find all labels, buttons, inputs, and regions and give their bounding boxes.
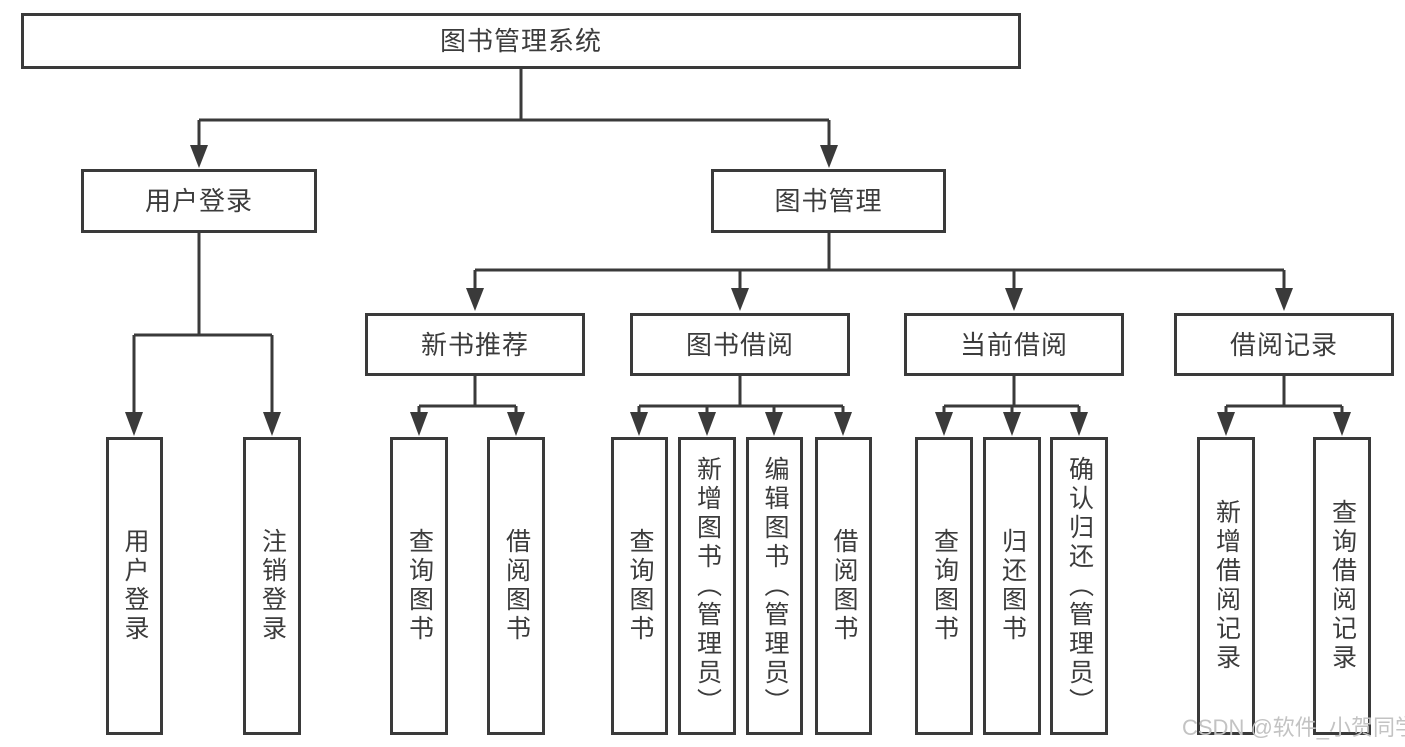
arrowhead <box>765 412 783 436</box>
arrowhead <box>125 412 143 436</box>
node-label: 借阅图书 <box>830 528 858 644</box>
leaf-query-books-current: 查询图书 <box>915 437 973 735</box>
leaf-return-books: 归还图书 <box>983 437 1041 735</box>
node-label: 当前借阅 <box>959 329 1068 360</box>
leaf-add-borrow-record: 新增借阅记录 <box>1197 437 1255 735</box>
node-current-borrowing: 当前借阅 <box>904 313 1124 376</box>
leaf-borrow-books-recommend: 借阅图书 <box>487 437 545 735</box>
arrowhead <box>263 412 281 436</box>
node-label: 新增图书（管理员） <box>693 455 722 717</box>
arrowhead <box>1005 288 1023 311</box>
node-label: 编辑图书（管理员） <box>761 455 789 717</box>
node-new-book-recommendation: 新书推荐 <box>365 313 585 376</box>
arrowhead <box>1275 288 1293 311</box>
leaf-add-books-admin: 新增图书（管理员） <box>678 437 736 735</box>
arrowhead <box>935 412 953 436</box>
node-label: 借阅图书 <box>502 528 531 644</box>
arrowhead <box>698 412 716 436</box>
node-label: 查询图书 <box>930 528 959 644</box>
arrowhead <box>410 412 428 436</box>
arrowhead <box>1333 412 1351 436</box>
arrowhead <box>630 412 648 436</box>
node-label: 借阅记录 <box>1229 329 1338 360</box>
node-label: 新书推荐 <box>420 329 529 360</box>
node-book-borrowing: 图书借阅 <box>630 313 850 376</box>
node-borrowing-records: 借阅记录 <box>1174 313 1394 376</box>
arrowhead <box>1217 412 1235 436</box>
leaf-edit-books-admin: 编辑图书（管理员） <box>746 437 803 735</box>
node-label: 注销登录 <box>258 528 287 644</box>
arrowhead <box>1003 412 1021 436</box>
node-label: 查询图书 <box>405 528 434 644</box>
leaf-query-books-recommend: 查询图书 <box>390 437 448 735</box>
node-label: 查询图书 <box>626 528 654 644</box>
node-label: 归还图书 <box>998 528 1027 644</box>
arrowhead <box>820 145 838 168</box>
node-label: 用户登录 <box>121 528 149 644</box>
leaf-borrow-books: 借阅图书 <box>815 437 872 735</box>
leaf-query-borrow-record: 查询借阅记录 <box>1313 437 1371 735</box>
leaf-user-login: 用户登录 <box>106 437 163 735</box>
node-user-login-branch: 用户登录 <box>81 169 317 233</box>
arrowhead <box>834 412 852 436</box>
node-label: 图书管理系统 <box>439 26 602 56</box>
node-label: 新增借阅记录 <box>1212 499 1241 673</box>
arrowhead <box>1070 412 1088 436</box>
node-label: 查询借阅记录 <box>1328 499 1357 673</box>
leaf-confirm-return-admin: 确认归还（管理员） <box>1050 437 1108 735</box>
leaf-query-books-borrow: 查询图书 <box>611 437 668 735</box>
node-label: 用户登录 <box>144 186 253 216</box>
node-label: 图书管理 <box>774 186 883 216</box>
node-label: 图书借阅 <box>685 329 794 360</box>
watermark-text: CSDN @软件_小贺同学 <box>1182 715 1405 740</box>
node-book-management-branch: 图书管理 <box>711 169 946 233</box>
leaf-logout: 注销登录 <box>243 437 301 735</box>
arrowhead <box>507 412 525 436</box>
arrowhead <box>731 288 749 311</box>
arrowhead <box>190 145 208 168</box>
node-library-management-system: 图书管理系统 <box>21 13 1021 69</box>
arrowhead <box>466 288 484 311</box>
node-label: 确认归还（管理员） <box>1065 455 1094 717</box>
